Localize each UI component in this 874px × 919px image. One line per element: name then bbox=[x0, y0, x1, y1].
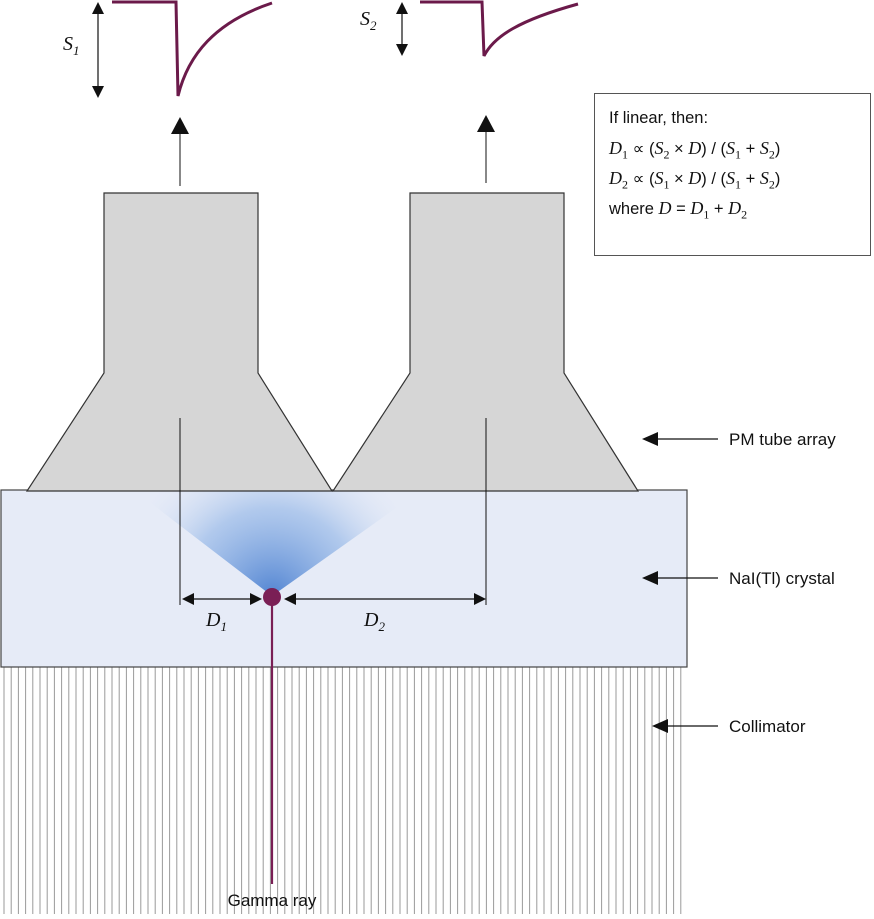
formula-where: where D = D1 + D2 bbox=[609, 198, 748, 222]
signal-waveform-2 bbox=[420, 0, 579, 57]
s1-arrow-top bbox=[92, 2, 104, 14]
d1-label: D1 bbox=[205, 609, 227, 634]
s1-label: S1 bbox=[63, 33, 80, 58]
signal-waveform-1 bbox=[112, 0, 273, 97]
pm-tube-pointer-head bbox=[642, 432, 658, 446]
d1-arrow-left bbox=[182, 593, 194, 605]
collimator-pointer-head bbox=[652, 719, 668, 733]
pm-tube-array-label: PM tube array bbox=[729, 430, 836, 449]
formula-title: If linear, then: bbox=[609, 109, 709, 127]
s2-label: S2 bbox=[360, 8, 377, 33]
collimator bbox=[1, 667, 687, 914]
s2-arrow-bottom bbox=[396, 44, 408, 56]
crystal-pointer-head bbox=[642, 571, 658, 585]
collimator-label: Collimator bbox=[729, 717, 806, 736]
formula-box: If linear, then: D1 ∝ (S2 × D) / (S1 + S… bbox=[594, 93, 871, 256]
output-arrow-2-head bbox=[477, 115, 495, 132]
s2-arrow-top bbox=[396, 2, 408, 14]
output-arrow-1-head bbox=[171, 117, 189, 134]
d2-arrow-right bbox=[474, 593, 486, 605]
interaction-point bbox=[263, 588, 281, 606]
scintillation-light-cone bbox=[135, 491, 420, 596]
s1-arrow-bottom bbox=[92, 86, 104, 98]
crystal-label: NaI(Tl) crystal bbox=[729, 569, 835, 588]
pm-tube-2 bbox=[331, 192, 640, 492]
pm-tube-1 bbox=[25, 192, 334, 492]
formula-d1: D1 ∝ (S2 × D) / (S1 + S2) bbox=[609, 138, 781, 162]
gamma-ray-label: Gamma ray bbox=[228, 891, 317, 910]
d2-arrow-left bbox=[284, 593, 296, 605]
formula-d2: D2 ∝ (S1 × D) / (S1 + S2) bbox=[609, 168, 781, 192]
d1-arrow-right bbox=[250, 593, 262, 605]
d2-label: D2 bbox=[363, 609, 385, 634]
